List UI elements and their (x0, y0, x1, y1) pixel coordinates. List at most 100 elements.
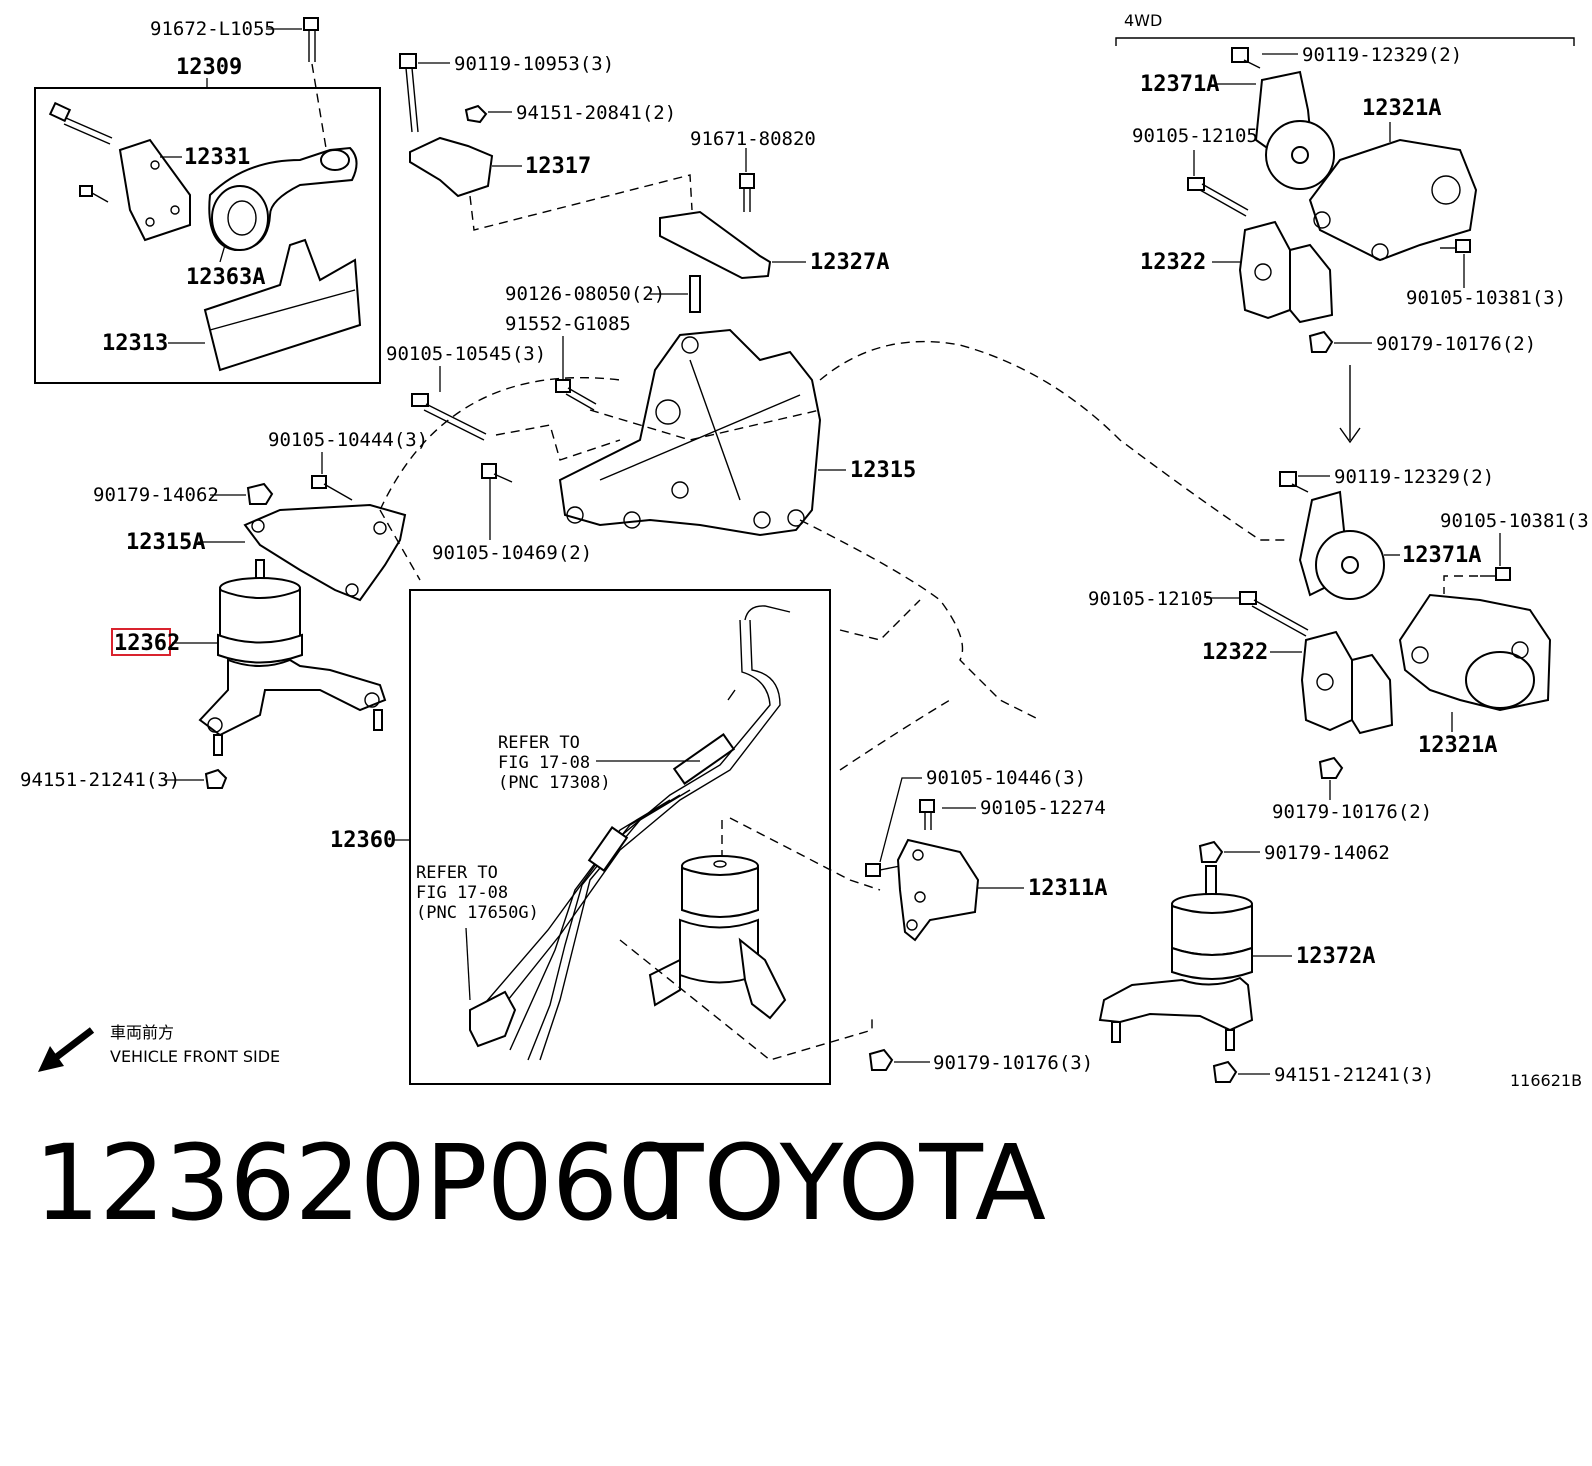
bolt-90105-12105-top-icon (1187, 177, 1249, 217)
note-refer1-line3: (PNC 17308) (498, 773, 611, 793)
label-94151-20841[interactable]: 94151-20841(2) (516, 102, 676, 124)
label-90105-12105-bot[interactable]: 90105-12105 (1088, 588, 1214, 610)
4wd-bracket: 4WD (1115, 11, 1575, 46)
label-12322-bot[interactable]: 12322 (1202, 640, 1268, 665)
bolt-90105-10446-icon (865, 863, 901, 877)
engine-mount-exploded-diagram: 4WD 12309 12331 12363A 12313 (20, 11, 1592, 1090)
nut-94151-20841-icon (464, 104, 488, 124)
front-direction-arrow-icon (38, 1027, 95, 1072)
nut-94151-21241-left-icon (204, 768, 228, 789)
bracket-12321A-top-icon (1308, 138, 1478, 262)
nut-90179-10176-bot-icon (1318, 756, 1344, 779)
bolt-12331-upper-icon (48, 101, 113, 145)
label-91552-G1085[interactable]: 91552-G1085 (505, 313, 631, 335)
assembly-12309-box: 12309 12331 12363A 12313 (34, 55, 381, 384)
bolt-90105-10469-icon (481, 463, 513, 483)
note-refer2-line1: REFER TO (416, 863, 498, 883)
label-12309[interactable]: 12309 (176, 55, 242, 80)
vehicle-front-en: VEHICLE FRONT SIDE (110, 1047, 280, 1066)
note-refer1-line2: FIG 17-08 (498, 753, 590, 773)
label-12315[interactable]: 12315 (850, 458, 916, 483)
4wd-label: 4WD (1124, 11, 1162, 30)
part-number: 123620P060 (34, 1122, 683, 1244)
bolt-90105-10444-icon (311, 475, 353, 501)
bolt-90105-12105-bot-icon (1239, 591, 1309, 637)
nut-90179-10176-mid-icon (868, 1048, 894, 1071)
label-12313[interactable]: 12313 (102, 331, 168, 356)
label-12327A[interactable]: 12327A (810, 250, 889, 275)
label-90126-08050[interactable]: 90126-08050(2) (505, 283, 665, 305)
label-12363A[interactable]: 12363A (186, 265, 265, 290)
bracket-12313-icon (203, 238, 362, 372)
highlight-box (111, 628, 171, 656)
bracket-12331-icon (118, 138, 191, 242)
label-94151-21241-left[interactable]: 94151-21241(3) (20, 769, 180, 791)
label-91671-80820[interactable]: 91671-80820 (690, 128, 816, 150)
vehicle-front-jp: 車両前方 (110, 1023, 174, 1042)
stud-90126-icon (689, 275, 701, 313)
part-title-footer: 123620P060 TOYOTA (0, 1100, 1592, 1318)
engine-bracket-12315-icon (558, 328, 822, 537)
label-90179-10176-bot[interactable]: 90179-10176(2) (1272, 801, 1432, 823)
label-12331[interactable]: 12331 (184, 145, 250, 170)
label-90179-14062-left[interactable]: 90179-14062 (93, 484, 219, 506)
label-12372A[interactable]: 12372A (1296, 944, 1375, 969)
label-12371A-bot[interactable]: 12371A (1402, 543, 1481, 568)
engine-mount-12360-icon (648, 855, 787, 1020)
bracket-12327A-icon (659, 210, 772, 280)
bracket-12322-bot-icon (1300, 630, 1353, 732)
note-refer2-line2: FIG 17-08 (416, 883, 508, 903)
bolt-90105-10381-top-icon (1440, 239, 1471, 253)
engine-mount-12362-icon (198, 559, 387, 756)
label-12371A-top[interactable]: 12371A (1140, 72, 1219, 97)
label-90179-10176-mid[interactable]: 90179-10176(3) (933, 1052, 1093, 1074)
label-91672-L1055[interactable]: 91672-L1055 (150, 18, 276, 40)
bolt-90105-10381-bot-icon (1480, 567, 1511, 581)
label-90105-12105-top[interactable]: 90105-12105 (1132, 125, 1258, 147)
bolt-91671-icon (739, 173, 755, 212)
bracket-12311A-icon (896, 838, 980, 942)
vsv-valve-icon (469, 990, 517, 1048)
label-90105-10381-bot[interactable]: 90105-10381(3) (1440, 510, 1592, 532)
label-94151-21241-right[interactable]: 94151-21241(3) (1274, 1064, 1434, 1086)
label-12362[interactable]: 12362 (114, 631, 180, 656)
label-90105-10381-top[interactable]: 90105-10381(3) (1406, 287, 1566, 309)
label-90119-10953[interactable]: 90119-10953(3) (454, 53, 614, 75)
nut-90179-14062-right-icon (1198, 840, 1224, 863)
label-90105-10444[interactable]: 90105-10444(3) (268, 429, 428, 451)
label-90105-10545[interactable]: 90105-10545(3) (386, 343, 546, 365)
label-12322-top[interactable]: 12322 (1140, 250, 1206, 275)
down-arrow-icon (1339, 365, 1361, 444)
label-90179-14062-right[interactable]: 90179-14062 (1264, 842, 1390, 864)
bolt-90119-12329-top-icon (1231, 47, 1261, 69)
label-90119-12329-top[interactable]: 90119-12329(2) (1302, 44, 1462, 66)
note-refer1-line1: REFER TO (498, 733, 580, 753)
bracket-12322-top-icon (1238, 220, 1291, 320)
nut-90179-10176-top-icon (1308, 330, 1334, 353)
label-90179-10176-top[interactable]: 90179-10176(2) (1376, 333, 1536, 355)
figure-id: 116621B (1510, 1071, 1582, 1090)
label-12317[interactable]: 12317 (525, 154, 591, 179)
bracket-12317-icon (409, 136, 494, 198)
label-12311A[interactable]: 12311A (1028, 876, 1107, 901)
label-12321A-top[interactable]: 12321A (1362, 96, 1441, 121)
bolt-small-icon (79, 185, 109, 203)
note-refer2-line3: (PNC 17650G) (416, 903, 539, 923)
label-90105-10469[interactable]: 90105-10469(2) (432, 542, 592, 564)
label-90105-10446[interactable]: 90105-10446(3) (926, 767, 1086, 789)
label-12360[interactable]: 12360 (330, 828, 396, 853)
nut-94151-21241-right-icon (1212, 1060, 1238, 1083)
label-12321A-bot[interactable]: 12321A (1418, 733, 1497, 758)
assembly-12360-box: 12360 REFER TO FIG 17-08 (PNC 17308) REF… (330, 589, 881, 1085)
label-90119-12329-bot[interactable]: 90119-12329(2) (1334, 466, 1494, 488)
nut-90179-14062-left-icon (246, 482, 274, 505)
bolt-91552-icon (555, 379, 597, 411)
engine-mount-12372A-icon (1098, 865, 1254, 1051)
label-90105-12274[interactable]: 90105-12274 (980, 797, 1106, 819)
bolt-91672-icon (303, 17, 327, 149)
bracket-12315A-icon (243, 503, 407, 602)
bolt-90105-10545-icon (411, 393, 487, 441)
brand-name: TOYOTA (640, 1122, 1046, 1244)
bolt-90119-10953-icon (399, 53, 419, 133)
label-12315A[interactable]: 12315A (126, 530, 205, 555)
